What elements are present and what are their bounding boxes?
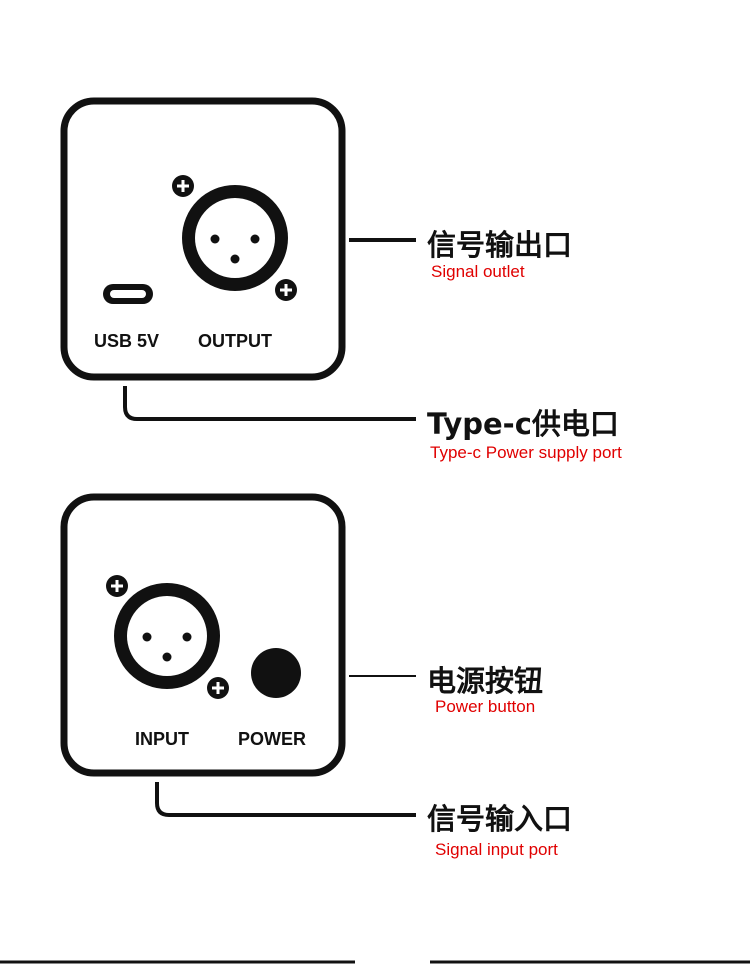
callout-typec-port-en: Type-c Power supply port xyxy=(430,443,622,462)
screw-icon xyxy=(207,677,229,699)
leader-line xyxy=(155,782,416,817)
xlr-output-connector xyxy=(182,185,288,291)
power-button-icon xyxy=(251,648,301,698)
callout-power-button-zh: 电源按钮 xyxy=(427,664,544,698)
power-label: POWER xyxy=(238,729,307,749)
xlr-input-connector xyxy=(114,583,220,689)
screw-icon xyxy=(275,279,297,301)
callout-power-button-en: Power button xyxy=(435,697,536,716)
callout-signal-outlet-en: Signal outlet xyxy=(431,262,525,281)
callout-typec-port-zh: Type-c供电口 xyxy=(427,407,619,441)
callout-signal-outlet-zh: 信号输出口 xyxy=(427,228,573,262)
input-label: INPUT xyxy=(135,729,189,749)
screw-icon xyxy=(106,575,128,597)
usb-c-port-icon xyxy=(103,284,153,304)
output-label: OUTPUT xyxy=(198,331,272,351)
callout-signal-input-en: Signal input port xyxy=(435,840,558,859)
screw-icon xyxy=(172,175,194,197)
callout-signal-input-zh: 信号输入口 xyxy=(427,802,573,836)
usb-label: USB 5V xyxy=(94,331,160,351)
leader-line xyxy=(123,386,416,421)
